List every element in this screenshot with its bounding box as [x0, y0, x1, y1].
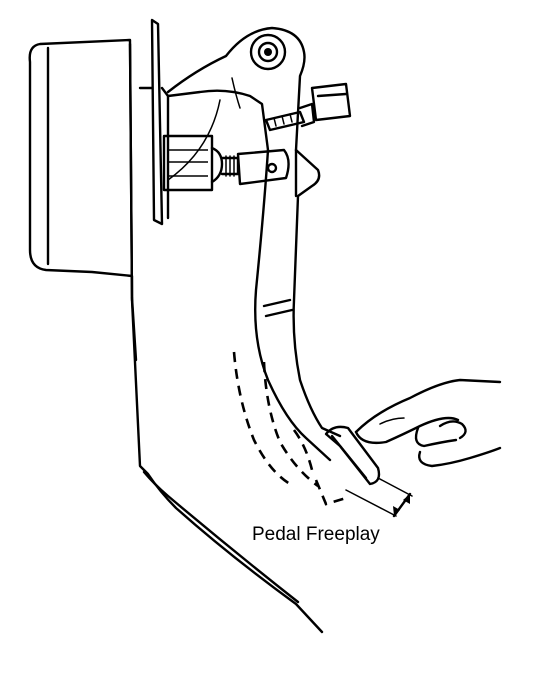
pivot-bolt	[249, 33, 287, 71]
brake-booster-body	[28, 38, 134, 302]
floor-panel	[130, 296, 324, 634]
pedal-freeplay-label: Pedal Freeplay	[252, 524, 380, 545]
clevis-pin	[220, 148, 290, 186]
pedal-pad	[324, 425, 381, 486]
hand	[354, 378, 502, 468]
pedal-bracket	[166, 26, 306, 198]
pushrod-cylinder	[162, 134, 224, 192]
pedal-arm-depressed-outline	[232, 351, 347, 506]
pedal-arm	[254, 148, 342, 462]
freeplay-dimension	[345, 477, 413, 518]
stop-light-switch	[264, 82, 352, 132]
firewall-plate	[138, 18, 170, 226]
